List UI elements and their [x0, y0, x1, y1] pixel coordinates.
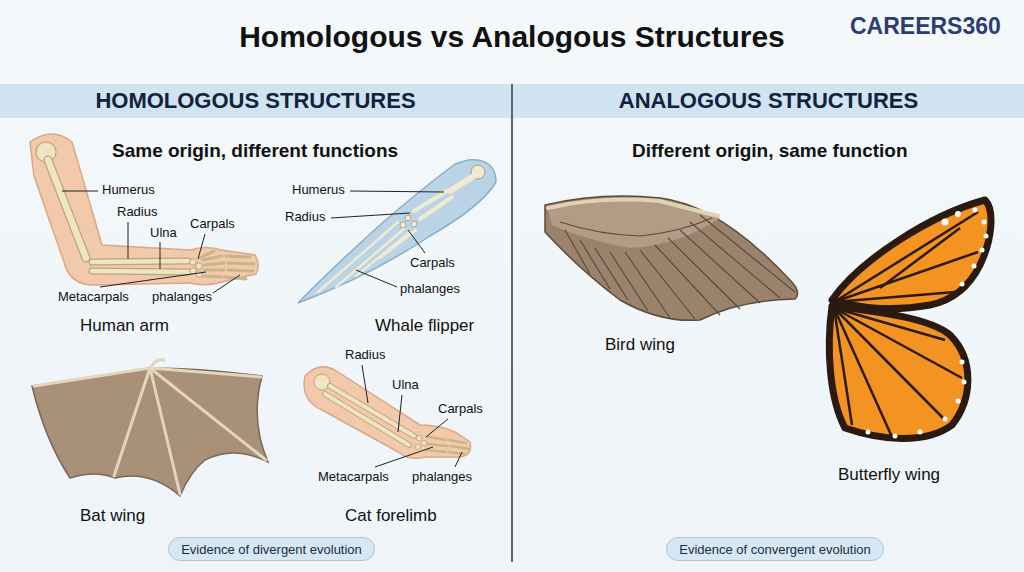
node-text: HOMOLOGOUS STRUCTURES — [95, 88, 415, 114]
part-label: Humerus — [292, 183, 345, 198]
node-text: Evidence of convergent evolution — [679, 542, 871, 557]
bat-wing-figure — [32, 360, 268, 496]
evidence-pill: Evidence of divergent evolution — [168, 537, 375, 561]
part-label: Radius — [117, 205, 157, 220]
figure-caption: Bat wing — [80, 506, 145, 526]
subtitle: Different origin, same function — [632, 140, 908, 162]
header-band: ANALOGOUS STRUCTURES — [513, 84, 1024, 118]
part-label: Carpals — [410, 256, 455, 271]
bird-wing-figure — [545, 196, 798, 320]
logo-text: CAREERS360 — [850, 13, 1001, 39]
part-label: Radius — [345, 348, 385, 363]
subtitle: Same origin, different functions — [112, 140, 398, 162]
part-label: Metacarpals — [318, 470, 389, 485]
figure-caption: Cat forelimb — [345, 506, 437, 526]
header-band: HOMOLOGOUS STRUCTURES — [0, 84, 511, 118]
part-label: Ulna — [150, 226, 177, 241]
figure-caption: Human arm — [80, 316, 169, 336]
part-label: Metacarpals — [58, 290, 129, 305]
part-label: Carpals — [438, 402, 483, 417]
figure-caption: Butterfly wing — [838, 465, 940, 485]
part-label: Ulna — [392, 378, 419, 393]
part-label: phalanges — [400, 282, 460, 297]
figure-caption: Whale flipper — [375, 316, 474, 336]
butterfly-wing-figure — [829, 200, 991, 439]
node-text: ANALOGOUS STRUCTURES — [619, 88, 918, 114]
part-label: phalanges — [412, 470, 472, 485]
part-label: Radius — [285, 210, 325, 225]
figure-caption: Bird wing — [605, 335, 675, 355]
node-text: Evidence of divergent evolution — [181, 542, 362, 557]
evidence-pill: Evidence of convergent evolution — [666, 537, 884, 561]
part-label: Carpals — [190, 217, 235, 232]
whale-flipper-figure — [298, 160, 496, 303]
divider-line — [511, 84, 513, 562]
part-label: Humerus — [102, 183, 155, 198]
part-label: phalanges — [152, 290, 212, 305]
